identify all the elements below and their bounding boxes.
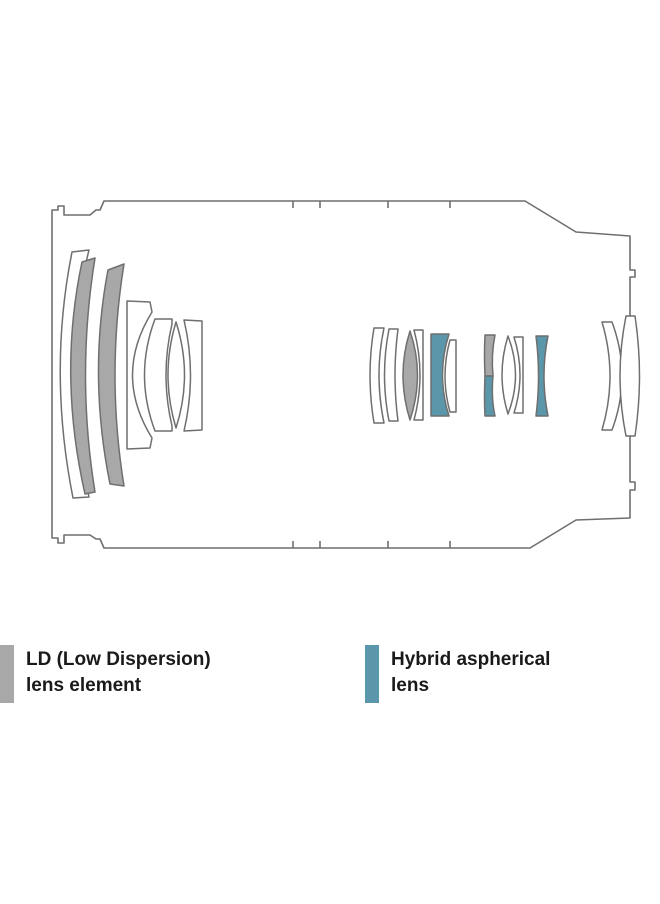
hybrid-aspherical-element-3 xyxy=(535,335,549,417)
hybrid-aspherical-element-1 xyxy=(430,333,450,417)
lens-element-17 xyxy=(619,315,641,437)
lens-barrel-outline xyxy=(51,200,636,549)
lens-element-4 xyxy=(126,300,153,450)
lens-construction-diagram xyxy=(51,200,641,549)
lens-element-15 xyxy=(513,336,524,414)
legend-hybrid-line2: lens xyxy=(391,675,430,696)
legend-ld: LD (Low Dispersion) lens element xyxy=(0,645,211,703)
lens-element-14 xyxy=(501,335,517,415)
hybrid-aspherical-swatch xyxy=(365,645,379,703)
ld-lens-element-13 xyxy=(483,334,496,377)
legend-ld-label: LD (Low Dispersion) lens element xyxy=(26,647,211,699)
lens-element-16 xyxy=(601,321,623,431)
legend-hybrid-label: Hybrid aspherical lens xyxy=(391,647,550,699)
lens-element-9 xyxy=(383,328,399,422)
legend-hybrid-aspherical: Hybrid aspherical lens xyxy=(365,645,550,703)
ld-swatch xyxy=(0,645,14,703)
lens-element-6 xyxy=(167,321,186,429)
legend-hybrid-line1: Hybrid aspherical xyxy=(391,649,551,670)
ld-lens-element-10 xyxy=(402,330,419,421)
ld-lens-element-2 xyxy=(70,257,96,495)
legend-ld-line1: LD (Low Dispersion) xyxy=(26,649,211,670)
ld-lens-element-3 xyxy=(97,263,125,487)
lens-element-5 xyxy=(143,318,173,432)
hybrid-aspherical-element-2 xyxy=(483,375,496,417)
barrel-segment-ticks xyxy=(292,201,451,548)
lens-element-12 xyxy=(444,339,457,413)
legend-ld-line2: lens element xyxy=(26,675,142,696)
lens-element-8 xyxy=(369,327,385,424)
lens-element-11 xyxy=(413,329,424,421)
lens-element-7 xyxy=(183,319,203,432)
